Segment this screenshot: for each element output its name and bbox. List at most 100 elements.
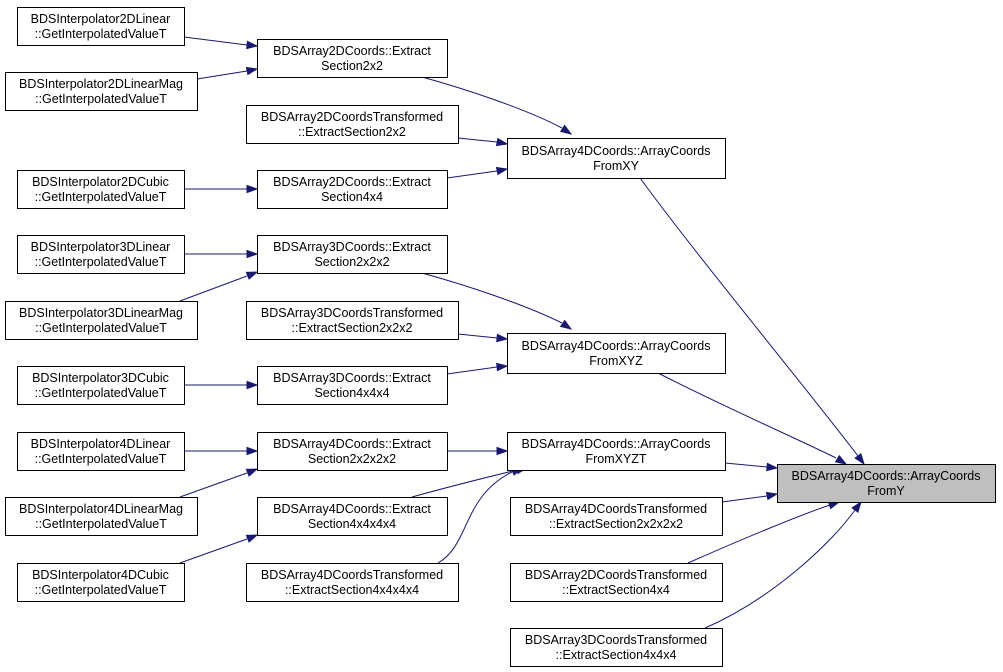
node-box (507, 432, 726, 471)
node-box (257, 235, 448, 274)
edge-line (179, 538, 248, 564)
node-label-line: BDSInterpolator2DLinear (31, 12, 171, 26)
node-i4dcub[interactable]: BDSInterpolator4DCubic::GetInterpolatedV… (17, 563, 185, 602)
edge-line (411, 469, 518, 498)
node-label-line: Section4x4x4 (314, 386, 389, 400)
node-label-line: ::GetInterpolatedValueT (35, 321, 167, 335)
node-label-line: FromXY (593, 159, 640, 173)
node-label-line: BDSInterpolator4DLinear (31, 437, 171, 451)
arrow-head-icon (495, 137, 509, 147)
arrow-head-icon (766, 462, 779, 472)
node-label-line: ::GetInterpolatedValueT (35, 583, 167, 597)
node-box (507, 333, 726, 374)
edge-i2dlin-to-a2d_s2x2 (183, 36, 259, 50)
edge-line (437, 471, 513, 564)
node-label-line: BDSArray2DCoordsTransformed (525, 568, 707, 582)
node-i3dcub[interactable]: BDSInterpolator3DCubic::GetInterpolatedV… (17, 366, 185, 405)
edge-i2dcub-to-a2d_s4x4 (184, 184, 259, 194)
node-i3dlin[interactable]: BDSInterpolator3DLinear::GetInterpolated… (17, 235, 185, 274)
node-i2dcub[interactable]: BDSInterpolator2DCubic::GetInterpolatedV… (17, 170, 185, 209)
edge-acxyz-to-focus (657, 372, 848, 465)
node-box (17, 366, 185, 405)
edge-line (446, 366, 498, 375)
node-label-line: FromY (867, 484, 905, 498)
node-label-line: BDSInterpolator2DCubic (32, 175, 169, 189)
node-label-line: ::GetInterpolatedValueT (35, 27, 167, 41)
edge-line (457, 137, 498, 143)
node-box (257, 432, 448, 471)
node-i4dlinmag[interactable]: BDSInterpolator4DLinearMag::GetInterpola… (5, 497, 198, 536)
edge-line (179, 275, 248, 302)
edge-a2dt_s4x4-to-focus (687, 501, 841, 564)
edge-i3dlin-to-a3d_s2 (184, 249, 259, 259)
node-i4dlin[interactable]: BDSInterpolator4DLinear::GetInterpolated… (17, 432, 185, 471)
node-label-line: FromXYZT (585, 452, 646, 466)
edge-line (657, 372, 837, 459)
arrow-head-icon (765, 491, 779, 501)
edge-i4dlinmag-to-a4d_s2 (179, 468, 259, 498)
arrow-head-icon (496, 333, 509, 343)
node-a4dt-s2[interactable]: BDSArray4DCoordsTransformed::ExtractSect… (510, 497, 723, 536)
node-box (246, 301, 459, 340)
edge-a3d_s2-to-acxyz (421, 272, 573, 330)
arrow-head-icon (245, 534, 259, 543)
arrow-head-icon (496, 362, 509, 372)
node-a3d-s2[interactable]: BDSArray3DCoords::ExtractSection2x2x2 (257, 235, 448, 274)
node-label-line: Section2x2x2 (314, 255, 389, 269)
edge-line (421, 76, 563, 129)
node-label-line: BDSArray3DCoordsTransformed (261, 306, 443, 320)
node-a2d-s4x4[interactable]: BDSArray2DCoords::ExtractSection4x4 (257, 170, 448, 209)
node-i3dlinmag[interactable]: BDSInterpolator3DLinearMag::GetInterpola… (5, 301, 198, 340)
node-label-line: BDSArray4DCoords::ArrayCoords (792, 469, 981, 483)
edge-line (687, 504, 831, 564)
edge-line (721, 495, 768, 503)
node-label-line: ::ExtractSection2x2x2 (292, 321, 413, 335)
node-label-line: BDSArray3DCoords::Extract (273, 240, 431, 254)
arrow-head-icon (246, 249, 259, 259)
node-label-line: ::ExtractSection2x2 (298, 125, 406, 139)
edge-i2dlinmag-to-a2d_s2x2 (196, 66, 259, 80)
arrow-head-icon (851, 500, 862, 513)
node-a3dt-s4[interactable]: BDSArray3DCoordsTransformed::ExtractSect… (510, 628, 723, 667)
node-i2dlin[interactable]: BDSInterpolator2DLinear::GetInterpolated… (17, 7, 185, 46)
node-a4d-s2[interactable]: BDSArray4DCoords::ExtractSection2x2x2x2 (257, 432, 448, 471)
edge-a2d_s2x2-to-acxy (421, 76, 573, 135)
node-a4d-s4[interactable]: BDSArray4DCoords::ExtractSection4x4x4x4 (257, 497, 448, 536)
arrow-head-icon (854, 453, 865, 466)
node-label-line: ::GetInterpolatedValueT (35, 255, 167, 269)
edge-line (639, 177, 859, 457)
node-label-line: BDSInterpolator3DCubic (32, 371, 169, 385)
node-a3dt-s2[interactable]: BDSArray3DCoordsTransformed::ExtractSect… (246, 301, 459, 340)
node-label-line: BDSArray4DCoords::Extract (273, 502, 431, 516)
node-a2dt-s4x4[interactable]: BDSArray2DCoordsTransformed::ExtractSect… (510, 563, 723, 602)
node-a4dt-s4[interactable]: BDSArray4DCoordsTransformed::ExtractSect… (246, 563, 459, 602)
node-label-line: BDSArray4DCoords::ArrayCoords (522, 437, 711, 451)
node-label-line: ::GetInterpolatedValueT (35, 92, 167, 106)
node-label-line: ::GetInterpolatedValueT (35, 517, 167, 531)
node-label-line: Section4x4 (321, 190, 383, 204)
edge-a3d_s4-to-acxyz (446, 362, 509, 375)
edge-acxyzt-to-focus (724, 462, 779, 472)
edge-a3dt_s2-to-acxyz (457, 333, 509, 343)
node-label-line: ::ExtractSection4x4x4 (556, 648, 677, 662)
edge-a4d_s2-to-acxyzt (447, 446, 509, 456)
edge-a2dt_s2x2-to-acxy (457, 137, 509, 147)
arrow-head-icon (246, 380, 259, 390)
node-a3d-s4[interactable]: BDSArray3DCoords::ExtractSection4x4x4 (257, 366, 448, 405)
node-box (257, 170, 448, 209)
node-a2dt-s2x2[interactable]: BDSArray2DCoordsTransformed::ExtractSect… (246, 105, 459, 144)
arrow-head-icon (834, 454, 848, 465)
edge-i3dcub-to-a3d_s4 (184, 380, 259, 390)
arrow-head-icon (496, 446, 509, 456)
edge-line (446, 170, 498, 179)
node-a2d-s2x2[interactable]: BDSArray2DCoords::ExtractSection2x2 (257, 39, 448, 78)
arrow-head-icon (245, 271, 259, 280)
node-label-line: Section2x2 (321, 59, 383, 73)
edges (179, 36, 865, 629)
node-box (17, 563, 185, 602)
node-i2dlinmag[interactable]: BDSInterpolator2DLinearMag::GetInterpola… (5, 72, 198, 111)
node-box (17, 7, 185, 46)
